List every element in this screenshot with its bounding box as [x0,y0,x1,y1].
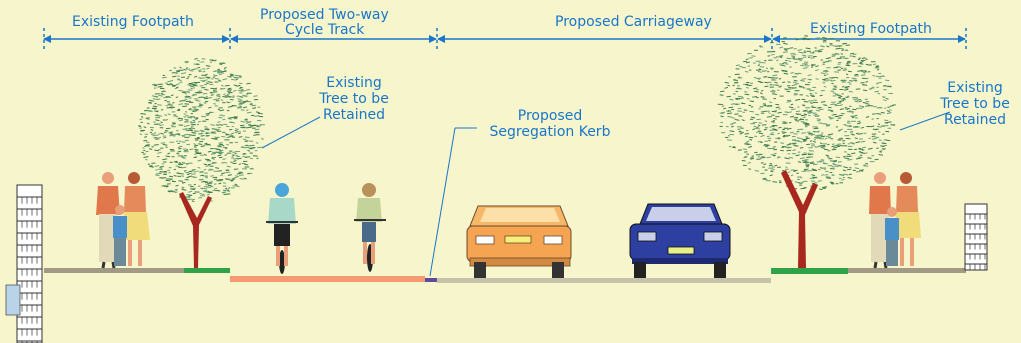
label-cycle-track-line2: Cycle Track [283,22,367,38]
leader-lines [261,111,951,277]
annotation-tree-right-line3: Retained [943,112,1007,128]
carriageway-surface [437,278,771,283]
annotation-tree-left-line3: Retained [322,107,386,123]
tree-left [138,58,266,268]
dimension-lines [43,28,967,50]
annotation-kerb-line1: Proposed [517,108,583,124]
car-orange [466,205,572,278]
label-existing-footpath-right: Existing Footpath [808,21,934,37]
verge-right [771,268,848,274]
annotation-tree-right-line2: Tree to be [940,96,1010,112]
tree-right [717,34,896,268]
pedestrians-right [869,172,921,269]
building-left [5,184,43,343]
cycle-track-surface [230,276,425,282]
annotation-tree-right-line1: Existing [947,80,1003,96]
building-right [964,203,988,271]
footpath-left-surface [44,268,184,273]
annotation-tree-left-line2: Tree to be [319,91,389,107]
label-cycle-track-line1: Proposed Two-way [258,7,391,23]
label-existing-footpath-left: Existing Footpath [70,14,196,30]
verge-left [184,268,230,273]
annotation-segregation-kerb: Proposed Segregation Kerb [475,108,625,140]
annotation-tree-right: Existing Tree to be Retained [935,80,1015,128]
annotation-tree-left-line1: Existing [326,75,382,91]
annotation-kerb-line2: Segregation Kerb [489,124,611,140]
pedestrians-left [96,172,150,269]
car-blue [629,203,731,278]
footpath-right-surface [848,268,966,273]
annotation-tree-left: Existing Tree to be Retained [314,75,394,123]
segregation-kerb [425,278,437,282]
cyclists [266,183,386,274]
label-proposed-carriageway: Proposed Carriageway [553,14,714,30]
